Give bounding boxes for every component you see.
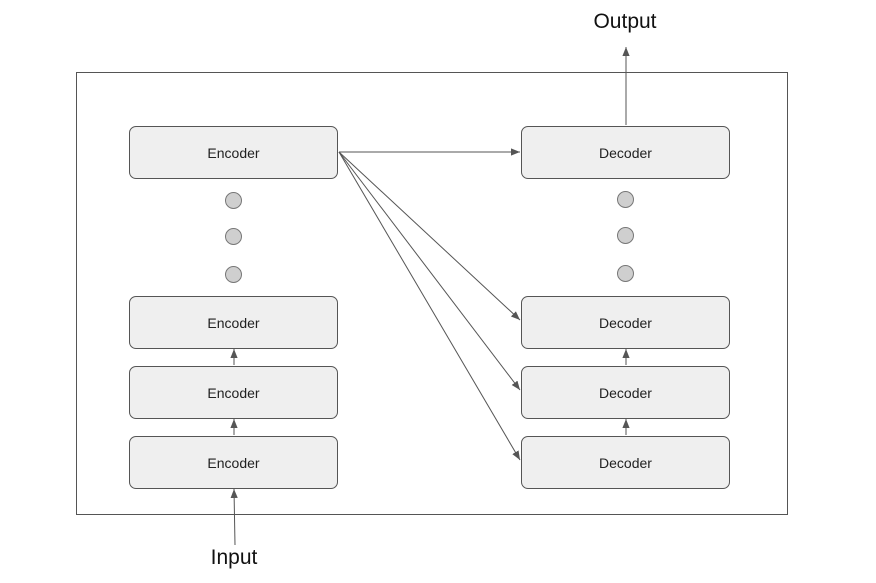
encoder-ellipsis-dot <box>225 266 242 283</box>
decoder-ellipsis-dot <box>617 265 634 282</box>
encoder-block-3: Encoder <box>129 296 338 349</box>
input-arrow <box>230 488 238 546</box>
input-label: Input <box>210 546 258 569</box>
model-frame <box>76 72 788 515</box>
decoder-ellipsis-dot <box>617 227 634 244</box>
decoder-block-2: Decoder <box>521 366 730 419</box>
decoder-block-1: Decoder <box>521 436 730 489</box>
encoder-ellipsis-dot <box>225 228 242 245</box>
decoder-block-top: Decoder <box>521 126 730 179</box>
cross-attention-arrow <box>338 151 521 321</box>
decoder-ellipsis-dot <box>617 191 634 208</box>
cross-attention-arrow <box>338 151 521 391</box>
cross-attention-arrow <box>338 151 521 461</box>
output-label: Output <box>593 10 657 33</box>
encoder-block-top: Encoder <box>129 126 338 179</box>
decoder-block-3: Decoder <box>521 296 730 349</box>
encoder-block-1: Encoder <box>129 436 338 489</box>
encoder-block-2: Encoder <box>129 366 338 419</box>
encoder-ellipsis-dot <box>225 192 242 209</box>
